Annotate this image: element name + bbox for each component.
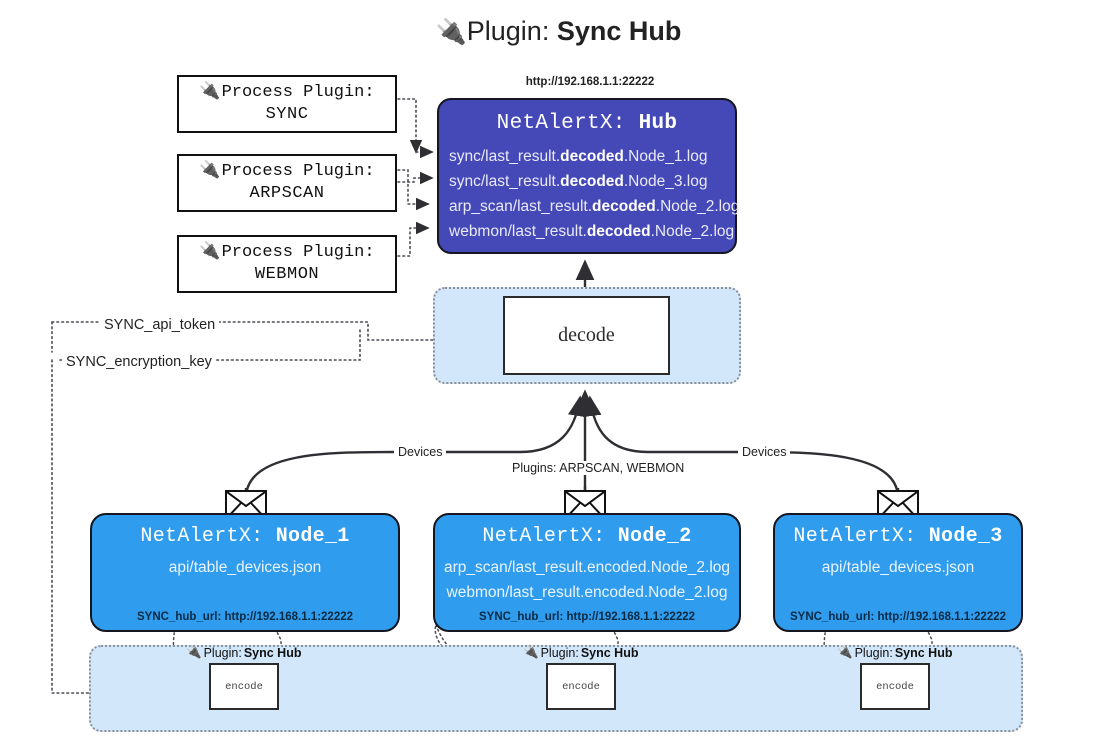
node-line-list: api/table_devices.json [92, 555, 398, 580]
hub-title-name: Hub [638, 112, 678, 135]
node-title: NetAlertX: Node_3 [793, 525, 1003, 548]
edge-label-plugins: Plugins: ARPSCAN, WEBMON [508, 461, 689, 475]
process-plugin-name: WEBMON [254, 265, 320, 284]
node-card-node-1[interactable]: NetAlertX: Node_1 api/table_devices.json… [90, 513, 400, 632]
plug-icon: 🔌 [435, 18, 467, 46]
sync-api-token-label: SYNC_api_token [100, 317, 220, 333]
node-line-list: api/table_devices.json [775, 555, 1021, 580]
process-plugin-arpscan[interactable]: 🔌Process Plugin: ARPSCAN [177, 154, 397, 212]
node-hub-url: SYNC_hub_url: http://192.168.1.1:22222 [789, 611, 1007, 623]
node-line: api/table_devices.json [821, 559, 975, 576]
plug-icon: 🔌 [837, 645, 853, 659]
plug-icon: 🔌 [523, 645, 539, 659]
hub-title: NetAlertX: Hub [439, 112, 735, 135]
encode-box[interactable]: encode [860, 663, 930, 710]
encode-plugin-label: 🔌Plugin: Sync Hub [523, 645, 639, 660]
title-name: Sync Hub [556, 16, 682, 46]
process-plugin-label: Process Plugin: [221, 243, 375, 262]
node-card-node-3[interactable]: NetAlertX: Node_3 api/table_devices.json… [773, 513, 1023, 632]
node-line-list: arp_scan/last_result.encoded.Node_2.log … [435, 555, 739, 605]
hub-log-list: sync/last_result.decoded.Node_1.log sync… [439, 144, 740, 244]
edge-label-devices-left: Devices [394, 445, 447, 459]
node-hub-url: SYNC_hub_url: http://192.168.1.1:22222 [136, 611, 354, 623]
node-line: webmon/last_result.encoded.Node_2.log [446, 584, 728, 601]
edge-label-devices-right: Devices [738, 445, 791, 459]
plug-icon: 🔌 [186, 645, 202, 659]
process-plugin-name: SYNC [265, 105, 309, 124]
decode-box[interactable]: decode [503, 296, 670, 375]
process-plugin-sync[interactable]: 🔌Process Plugin: SYNC [177, 75, 397, 133]
hub-log-line: sync/last_result.decoded.Node_3.log [449, 173, 708, 190]
hub-log-line: arp_scan/last_result.decoded.Node_2.log [449, 198, 740, 215]
hub-log-line: webmon/last_result.decoded.Node_2.log [449, 223, 735, 240]
encode-plugin-label: 🔌Plugin: Sync Hub [186, 645, 302, 660]
node-line: api/table_devices.json [168, 559, 322, 576]
sync-encryption-key-label: SYNC_encryption_key [62, 354, 216, 370]
process-plugin-webmon[interactable]: 🔌Process Plugin: WEBMON [177, 235, 397, 293]
node-hub-url: SYNC_hub_url: http://192.168.1.1:22222 [478, 611, 696, 623]
node-title: NetAlertX: Node_1 [140, 525, 350, 548]
node-line: arp_scan/last_result.encoded.Node_2.log [443, 559, 731, 576]
plug-icon: 🔌 [199, 83, 221, 102]
process-plugin-label: Process Plugin: [221, 83, 375, 102]
title-prefix: Plugin: [466, 16, 557, 46]
hub-title-prefix: NetAlertX: [496, 112, 639, 135]
page-title: 🔌Plugin: Sync Hub [0, 14, 1117, 49]
encode-plugin-label: 🔌Plugin: Sync Hub [837, 645, 953, 660]
encode-box[interactable]: encode [546, 663, 616, 710]
process-plugin-name: ARPSCAN [249, 184, 325, 203]
node-card-node-2[interactable]: NetAlertX: Node_2 arp_scan/last_result.e… [433, 513, 741, 632]
encode-box[interactable]: encode [209, 663, 279, 710]
hub-node[interactable]: NetAlertX: Hub sync/last_result.decoded.… [437, 98, 740, 254]
plug-icon: 🔌 [199, 162, 221, 181]
hub-url-label: http://192.168.1.1:22222 [525, 76, 655, 88]
hub-log-line: sync/last_result.decoded.Node_1.log [449, 148, 708, 165]
process-plugin-label: Process Plugin: [221, 162, 375, 181]
plug-icon: 🔌 [199, 243, 221, 262]
node-title: NetAlertX: Node_2 [482, 525, 692, 548]
